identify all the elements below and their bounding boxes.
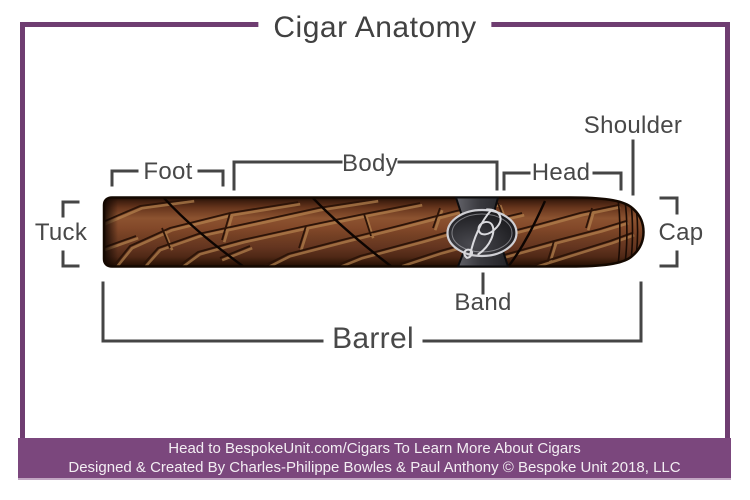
cigar-illustration (102, 196, 645, 268)
barrel-bracket (101, 281, 643, 343)
label-shoulder: Shoulder (583, 112, 683, 139)
label-foot: Foot (143, 158, 193, 185)
body-bracket-right (397, 160, 499, 191)
cap-bracket-bottom (659, 250, 679, 268)
label-barrel: Barrel (332, 322, 414, 355)
label-head: Head (531, 159, 591, 186)
tuck-bracket-bottom (61, 250, 80, 268)
footer-line-1: Head to BespokeUnit.com/Cigars To Learn … (168, 440, 581, 457)
label-body: Body (342, 150, 398, 177)
cigar-band (446, 196, 518, 268)
head-bracket-right (592, 171, 623, 191)
page-title: Cigar Anatomy (258, 9, 492, 47)
wrapper-seam-lines (162, 197, 547, 267)
label-tuck: Tuck (34, 219, 88, 246)
foot-edge-shading (104, 197, 118, 267)
footer-banner: Head to BespokeUnit.com/Cigars To Learn … (18, 438, 731, 480)
footer-line-2: Designed & Created By Charles-Philippe B… (68, 459, 681, 476)
callout-brackets (61, 139, 679, 343)
label-cap: Cap (658, 219, 704, 246)
foot-bracket-left (110, 169, 139, 187)
tuck-bracket-top (61, 200, 80, 218)
label-band: Band (454, 289, 512, 316)
band-monogram-icon (463, 208, 502, 259)
body-bracket-left (232, 160, 343, 191)
foot-bracket-right (197, 169, 225, 187)
cap-bracket-top (659, 196, 679, 215)
head-bracket-left (502, 171, 531, 191)
cap-seam-lines (617, 198, 639, 266)
